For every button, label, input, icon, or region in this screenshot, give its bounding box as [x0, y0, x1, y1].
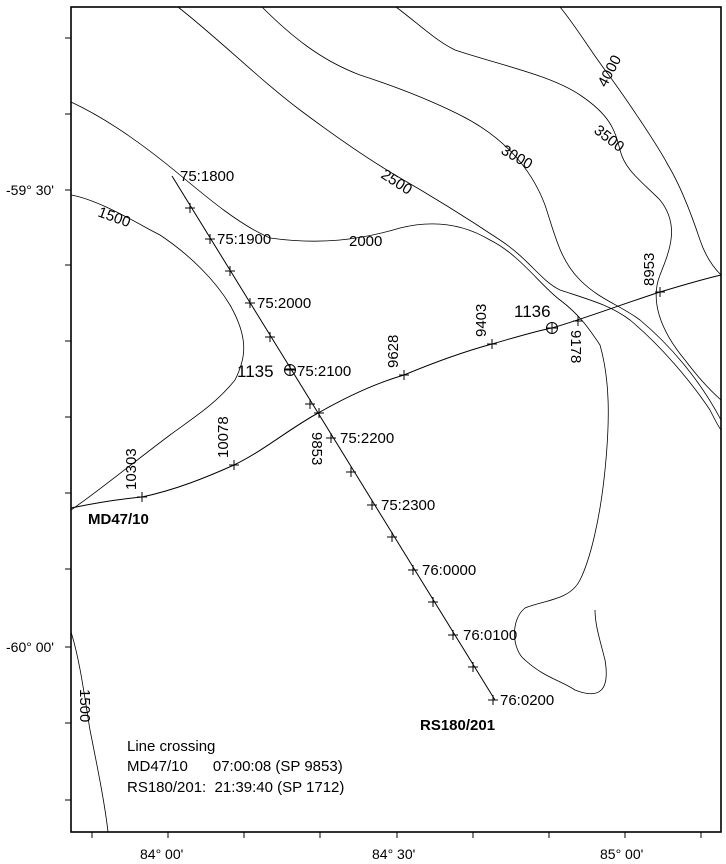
lat-label-1: -59° 30': [6, 182, 54, 198]
contour-3000: [261, 6, 722, 421]
lat-label-2: -60° 00': [6, 639, 54, 655]
rs180-shot-markers: [185, 203, 498, 705]
md-shot-label: 9178: [567, 330, 584, 363]
caption-row-md47: MD47/10 07:00:08 (SP 9853): [127, 758, 343, 775]
contour-label-1500-sw: 1500: [76, 689, 93, 722]
md-shot-label: 10078: [215, 416, 232, 458]
md-shot-label: 9628: [385, 335, 402, 368]
rs180-line-name: RS180/201: [420, 717, 495, 734]
md47-track: [70, 274, 722, 509]
rs-shot-label: 75:1900: [217, 231, 271, 248]
rs-shot-label: 76:0000: [422, 562, 476, 579]
md-shot-label: 10303: [123, 448, 140, 490]
contour-label-3000: 3000: [498, 142, 535, 173]
rs-shot-label: 75:2000: [257, 295, 311, 312]
contour-1500-southwest: [70, 631, 109, 833]
contour-label-2500: 2500: [378, 166, 415, 198]
rs-shot-label: 75:2300: [381, 497, 435, 514]
lon-label-2: 84° 30': [372, 846, 415, 862]
contour-3500: [395, 6, 722, 401]
contour-4000: [559, 6, 722, 276]
site-1135-label: 1135: [237, 362, 274, 381]
contour-2500: [177, 6, 722, 431]
md47-line-name: MD47/10: [88, 511, 149, 528]
rs-shot-label: 76:0100: [463, 627, 517, 644]
md-shot-label: 8953: [641, 253, 658, 286]
md-shot-label: 9853: [308, 432, 325, 465]
contour-1500-west: [70, 194, 245, 511]
contour-2000: [70, 101, 609, 695]
site-1136-label: 1136: [514, 302, 551, 321]
lat-ticks: [65, 37, 71, 801]
site-1135-marker: [284, 364, 296, 376]
rs-shot-label: 76:0200: [500, 692, 554, 709]
contour-label-1500: 1500: [96, 204, 133, 231]
lon-label-3: 85° 00': [600, 846, 643, 862]
md47-shot-markers: [137, 287, 665, 502]
contour-label-3500: 3500: [591, 122, 628, 156]
rs-shot-label: 75:2100: [297, 363, 351, 380]
site-1136-marker: [546, 322, 558, 334]
lon-label-1: 84° 00': [140, 846, 183, 862]
caption-title: Line crossing: [127, 738, 215, 755]
contour-label-2000: 2000: [349, 233, 382, 250]
map-frame: [70, 6, 722, 833]
contour-label-4000: 4000: [595, 52, 626, 89]
rs-shot-label: 75:1800: [180, 168, 234, 185]
caption-row-rs180: RS180/201: 21:39:40 (SP 1712): [127, 779, 344, 796]
rs-shot-label: 75:2200: [340, 430, 394, 447]
md-shot-label: 9403: [473, 304, 490, 337]
lon-ticks: [91, 832, 702, 838]
